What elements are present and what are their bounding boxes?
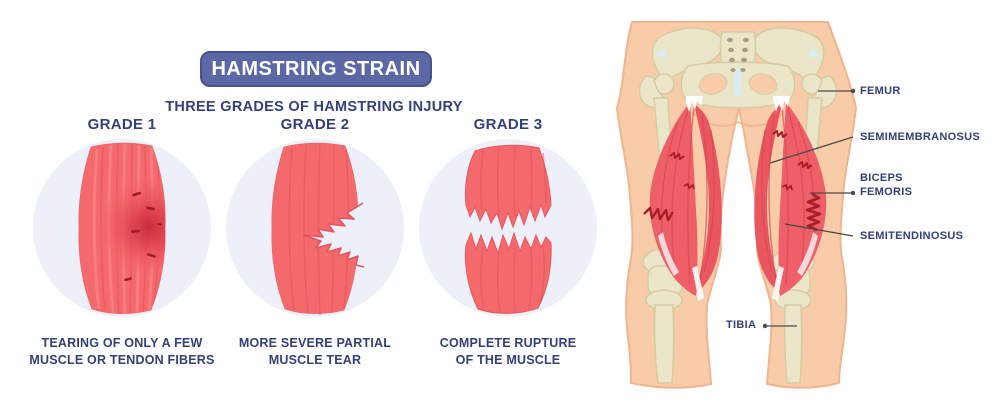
grade-3-muscle-icon	[419, 139, 597, 317]
grade-2-caption: MORE SEVERE PARTIAL MUSCLE TEAR	[215, 335, 415, 369]
label-femur: FEMUR	[860, 85, 901, 97]
grade-2-illustration	[226, 139, 404, 317]
grade-3-label: GRADE 3	[473, 116, 543, 133]
title-badge: HAMSTRING STRAIN	[200, 51, 432, 87]
label-semitendinosus: SEMITENDINOSUS	[860, 230, 964, 242]
grade-3-caption: COMPLETE RUPTURE OF THE MUSCLE	[408, 335, 608, 369]
grade-1-illustration	[33, 139, 211, 317]
label-biceps-femoris: BICEPS FEMORIS	[860, 172, 913, 198]
grade-1-caption-line1: TEARING OF ONLY A FEW	[41, 336, 203, 350]
sacral-foramina-dots	[727, 37, 749, 72]
grade-3-caption-line1: COMPLETE RUPTURE	[439, 336, 577, 350]
grade-3-panel: GRADE 3	[408, 116, 608, 369]
label-tibia: TIBIA	[726, 319, 757, 331]
left-hamstring-muscles	[649, 96, 722, 301]
grade-1-caption-line2: MUSCLE OR TENDON FIBERS	[29, 352, 215, 367]
grade-3-illustration	[419, 139, 597, 317]
pelvis-openings	[655, 48, 821, 96]
page-title: HAMSTRING STRAIN	[211, 57, 421, 80]
grade-3-caption-line2: OF THE MUSCLE	[455, 352, 561, 367]
posterior-legs-illustration	[616, 21, 857, 389]
label-semimembranosus: SEMIMEMBRANOSUS	[860, 131, 981, 143]
grade-2-caption-line2: MUSCLE TEAR	[268, 352, 362, 367]
grade-2-muscle-icon	[226, 139, 404, 317]
grade-1-panel: GRADE 1	[22, 116, 222, 369]
grade-2-caption-line1: MORE SEVERE PARTIAL	[238, 336, 392, 350]
grade-2-panel: GRADE 2 MORE SEVERE PARTIAL MUSCLE TEAR	[215, 116, 415, 369]
grade-2-label: GRADE 2	[280, 116, 350, 133]
grade-1-muscle-icon	[33, 139, 211, 317]
buttock-crease-lines	[691, 111, 785, 127]
right-hamstring-muscles	[754, 96, 827, 301]
leader-lines	[762, 88, 856, 329]
subtitle: THREE GRADES OF HAMSTRING INJURY	[165, 99, 463, 115]
muscle-tear-marks	[643, 130, 822, 232]
grade-1-label: GRADE 1	[87, 116, 157, 133]
grade-1-caption: TEARING OF ONLY A FEW MUSCLE OR TENDON F…	[22, 335, 222, 369]
anatomy-figure: FEMUR SEMIMEMBRANOSUS BICEPS FEMORIS SEM…	[600, 0, 1000, 405]
